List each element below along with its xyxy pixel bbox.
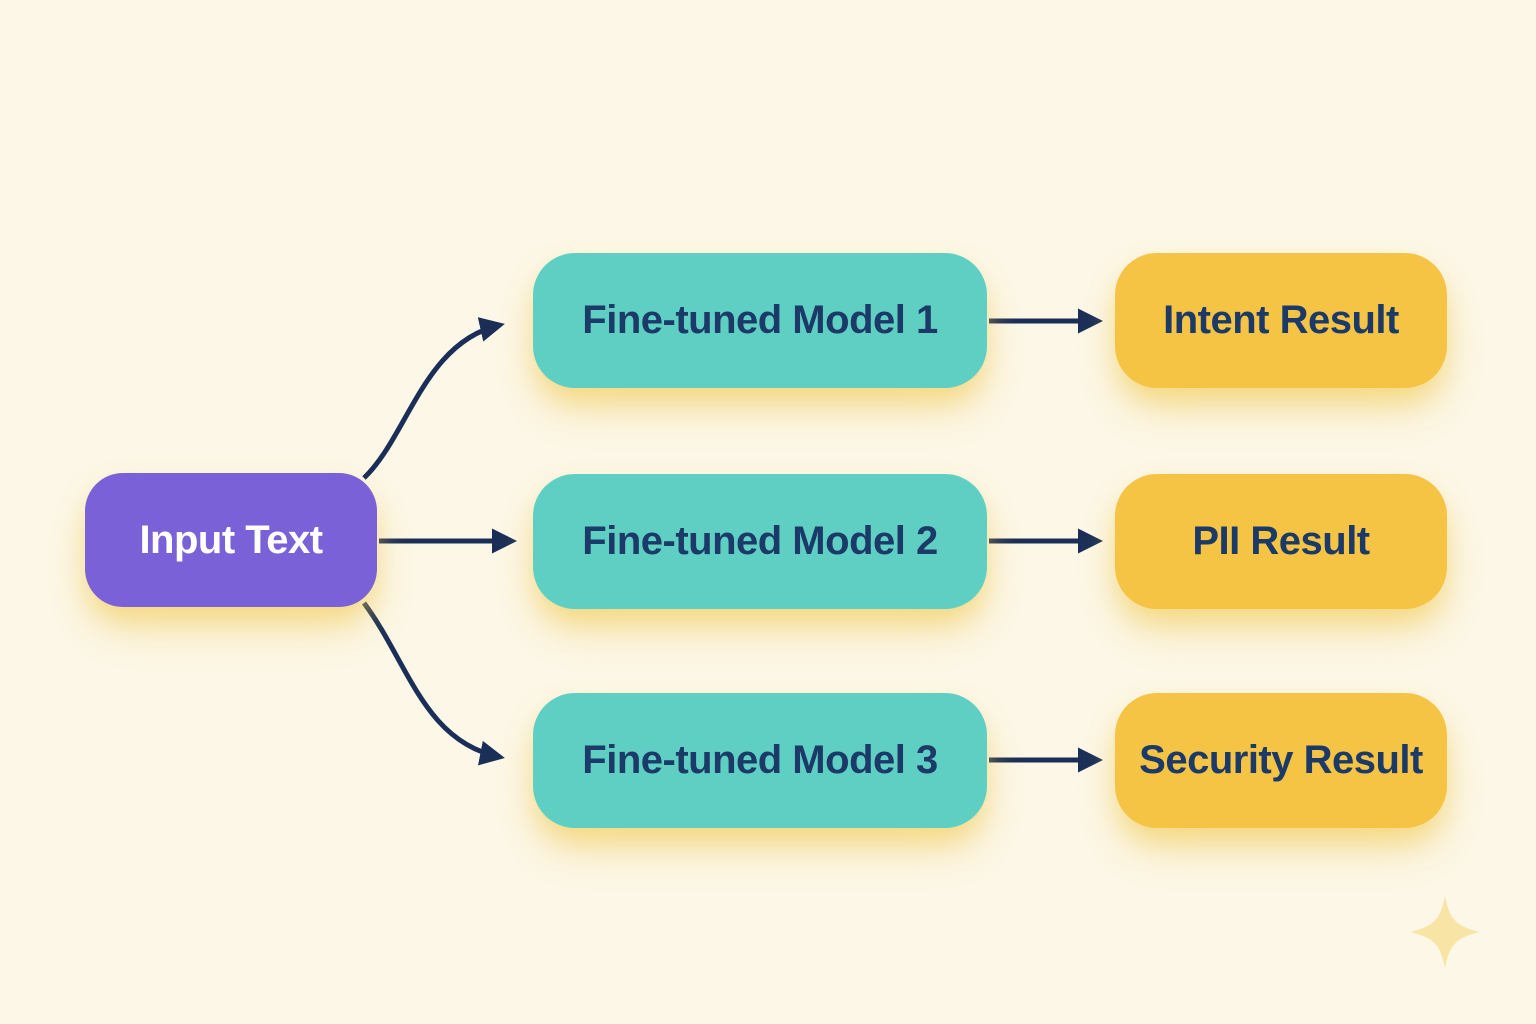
result-node-intent-label: Intent Result xyxy=(1163,298,1399,342)
model-node-1: Fine-tuned Model 1 xyxy=(533,253,987,388)
model-node-3-label: Fine-tuned Model 3 xyxy=(582,738,938,782)
result-node-pii: PII Result xyxy=(1115,474,1447,609)
arrow-input-to-model-3 xyxy=(361,601,505,766)
input-text-node: Input Text xyxy=(85,473,377,607)
model-node-3: Fine-tuned Model 3 xyxy=(533,693,987,828)
result-node-security-label: Security Result xyxy=(1139,738,1423,782)
input-text-label: Input Text xyxy=(139,517,323,562)
result-node-pii-label: PII Result xyxy=(1192,519,1370,563)
arrow-input-to-model-1 xyxy=(362,317,505,480)
sparkle-icon xyxy=(1411,896,1479,968)
model-node-2: Fine-tuned Model 2 xyxy=(533,474,987,609)
result-node-intent: Intent Result xyxy=(1115,253,1447,388)
result-node-security: Security Result xyxy=(1115,693,1447,828)
model-node-1-label: Fine-tuned Model 1 xyxy=(582,298,938,342)
model-node-2-label: Fine-tuned Model 2 xyxy=(582,519,938,563)
